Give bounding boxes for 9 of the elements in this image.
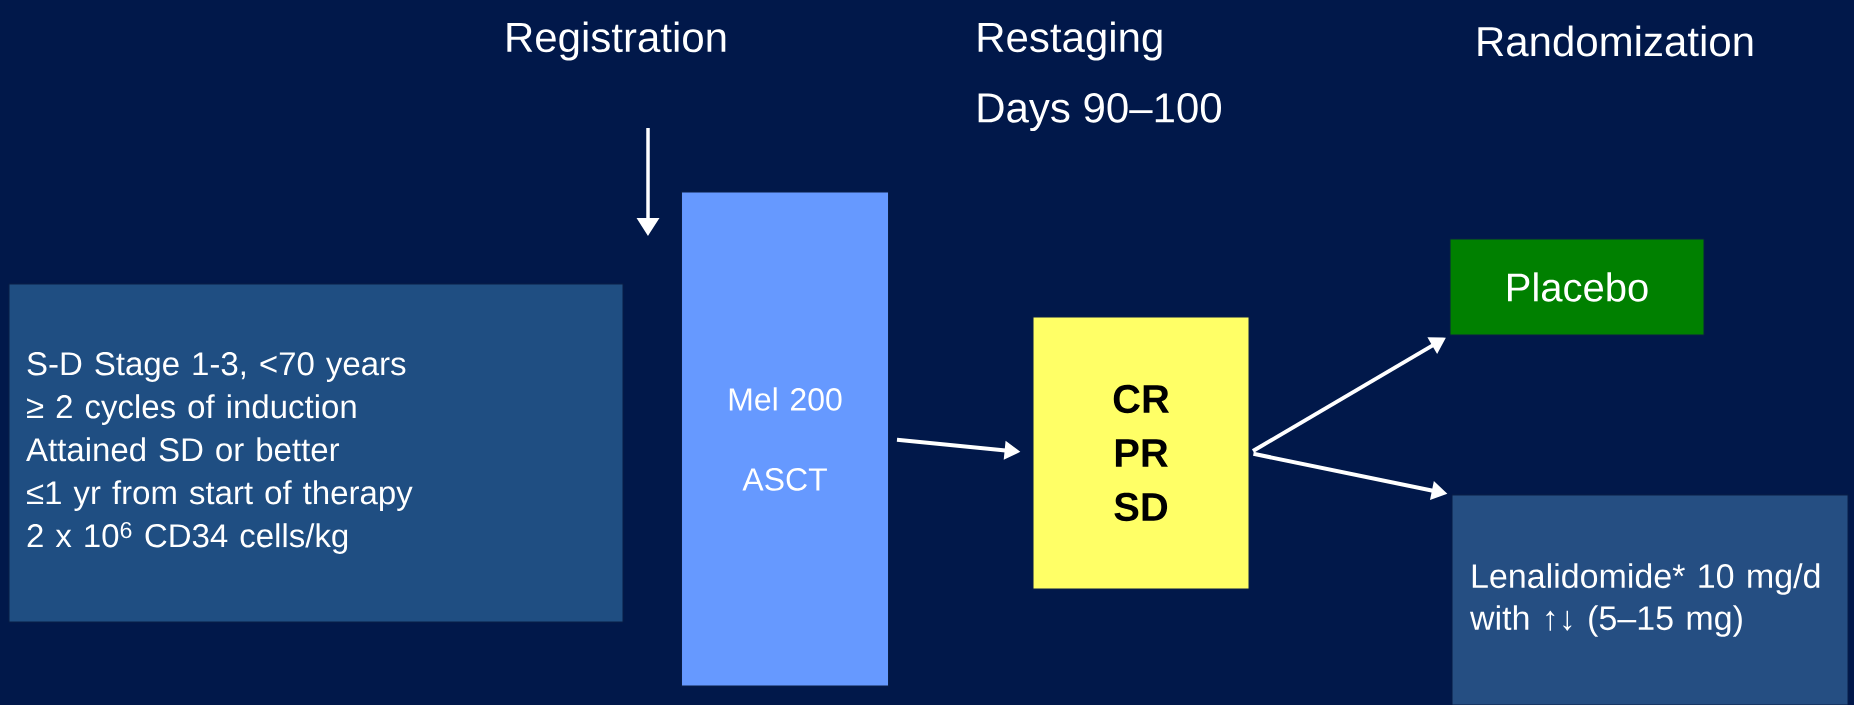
heading: Randomization bbox=[1478, 25, 1753, 57]
heading: Restaging bbox=[978, 21, 1162, 61]
heading: Days 90–100 bbox=[978, 93, 1221, 132]
response-box: CR PR SD bbox=[1032, 316, 1250, 590]
heading: Registration bbox=[507, 21, 726, 61]
arm-box: Lenalidomide* 10 mg/d with ↑↓ (5–15 mg) bbox=[1451, 494, 1849, 705]
arm-box: Placebo bbox=[1449, 238, 1705, 336]
treatment-box: Mel 200 ASCT bbox=[681, 191, 889, 687]
criteria-box: S-D Stage 1-3, <70 years ≥ 2 cycles of induction Attained SD or better ≤1 yr from start of therapy 2 x 10$^{6}$ CD34 cells/kg bbox=[8, 283, 624, 623]
